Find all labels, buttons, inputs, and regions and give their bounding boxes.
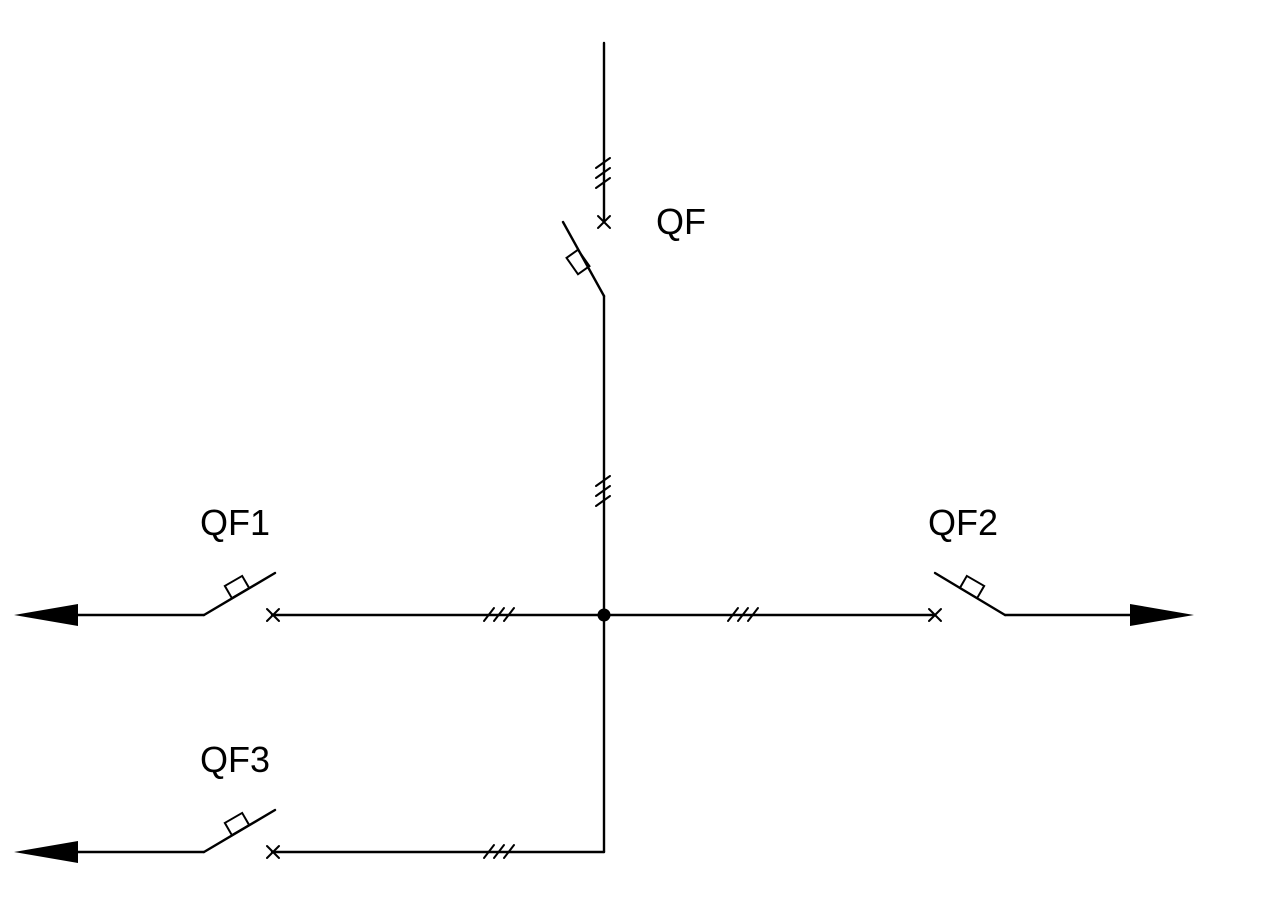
feeder-qf3: QF3 — [14, 739, 606, 863]
three-phase-mark-qf2 — [727, 607, 759, 622]
feeder-qf1: QF1 — [14, 502, 606, 626]
feeder-qf2: QF2 — [602, 502, 1194, 626]
three-phase-mark-incoming — [595, 157, 611, 189]
qf3-fixed-contact-x — [266, 845, 280, 859]
qf3-arrow-icon — [14, 841, 78, 863]
qf1-trip-element — [223, 574, 251, 600]
qf1-arrow-icon — [14, 604, 78, 626]
breaker-qf: QF — [561, 201, 706, 298]
label-qf1: QF1 — [200, 502, 270, 543]
label-qf: QF — [656, 201, 706, 242]
label-qf2: QF2 — [928, 502, 998, 543]
main-bus — [595, 294, 611, 854]
qf2-fixed-contact-x — [928, 608, 942, 622]
main-feeder — [595, 41, 611, 229]
qf2-arrow-icon — [1130, 604, 1194, 626]
qf2-trip-element — [958, 574, 986, 600]
three-phase-mark-qf3 — [483, 844, 515, 859]
qf3-trip-element — [223, 811, 251, 837]
qf-fixed-contact-x — [597, 215, 611, 229]
qf-trip-element — [565, 248, 591, 276]
qf1-fixed-contact-x — [266, 608, 280, 622]
label-qf3: QF3 — [200, 739, 270, 780]
three-phase-mark-bus — [595, 475, 611, 507]
three-phase-mark-qf1 — [483, 607, 515, 622]
